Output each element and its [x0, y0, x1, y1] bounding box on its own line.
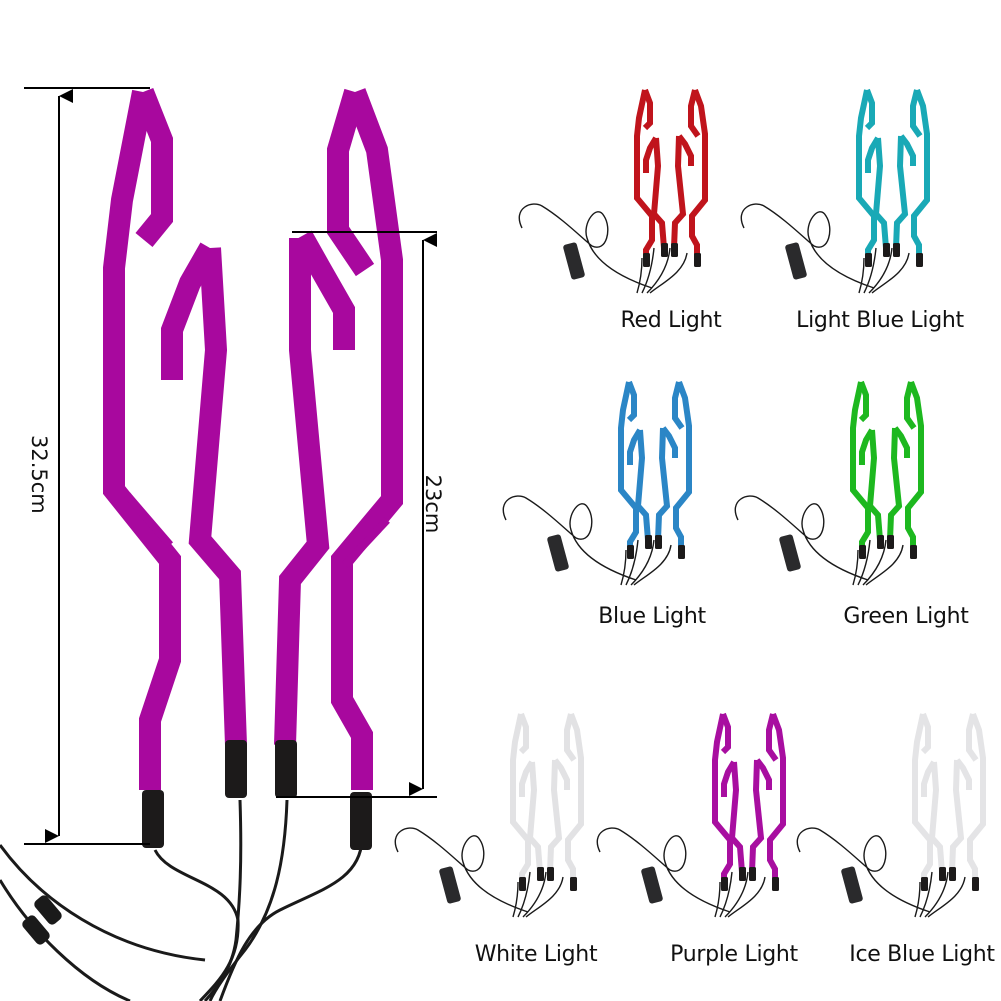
variant-tile-green-light [728, 380, 948, 595]
main-product-drawing [0, 87, 437, 1001]
variant-label-green-light: Green Light [843, 604, 969, 629]
main-wires [0, 799, 364, 1001]
main-strips [103, 87, 403, 790]
variant-drawing-red-light [518, 88, 708, 294]
variant-label-blue-light: Blue Light [598, 604, 706, 629]
variant-drawing-white-light [394, 712, 584, 918]
dimension-label-overall: 32.5cm [27, 435, 51, 514]
variant-tile-ice-blue-light [790, 712, 1001, 927]
main-end-caps [142, 740, 372, 850]
variant-label-ice-blue-light: Ice Blue Light [849, 942, 995, 967]
variant-drawing-ice-blue-light [796, 712, 986, 918]
variant-drawing-purple-light [596, 712, 786, 918]
main-product-figure: 32.5cm 23cm [0, 0, 470, 1001]
variant-tile-purple-light [590, 712, 810, 927]
variant-tile-white-light [388, 712, 608, 927]
dimension-lines [24, 87, 437, 845]
main-connectors [22, 895, 62, 945]
variant-label-red-light: Red Light [620, 308, 722, 333]
variant-drawing-blue-light [502, 380, 692, 586]
variant-tile-blue-light [496, 380, 716, 595]
variant-label-purple-light: Purple Light [670, 942, 798, 967]
dimension-label-inner: 23cm [421, 474, 445, 534]
variant-tile-red-light [512, 88, 732, 303]
variant-drawing-green-light [734, 380, 924, 586]
variant-label-light-blue-light: Light Blue Light [796, 308, 964, 333]
variant-tile-light-blue-light [734, 88, 954, 303]
variant-label-white-light: White Light [474, 942, 598, 967]
variant-drawing-light-blue-light [740, 88, 930, 294]
